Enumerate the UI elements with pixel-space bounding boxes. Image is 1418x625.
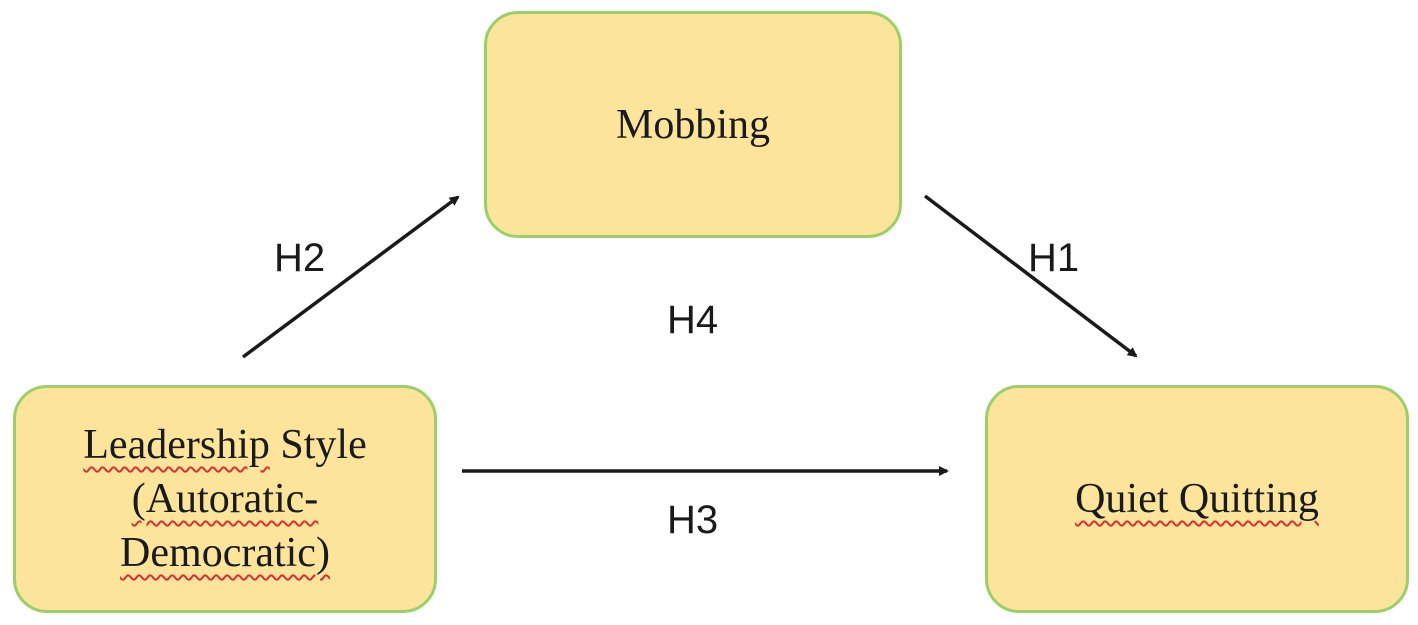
mediation-label-h4: H4 — [667, 298, 719, 342]
edge-label-h3: H3 — [667, 498, 719, 542]
node-mobbing: Mobbing — [484, 11, 902, 238]
leadership-word: Leadership — [83, 422, 270, 468]
node-quiet-quitting: Quiet Quitting — [985, 385, 1409, 613]
node-leadership-style-label: Leadership Style (Autoratic- Democratic) — [83, 418, 366, 580]
style-word: Style — [269, 422, 367, 468]
edge-label-h2: H2 — [274, 236, 326, 280]
node-mobbing-line-1: Mobbing — [615, 101, 770, 148]
node-quiet-quitting-label: Quiet Quitting — [1075, 472, 1319, 526]
node-leadership-style-line-1: Leadership Style — [83, 418, 366, 472]
democratic-word: Democratic) — [120, 530, 330, 576]
edge-label-h1: H1 — [1028, 236, 1080, 280]
autoratic-word: (Autoratic- — [131, 476, 319, 522]
node-leadership-style-line-3: Democratic) — [83, 526, 366, 580]
node-quiet-quitting-line-1: Quiet Quitting — [1075, 472, 1319, 526]
node-leadership-style: Leadership Style (Autoratic- Democratic) — [13, 385, 437, 613]
arrow-h2-leadership-to-mobbing — [241, 195, 460, 359]
node-mobbing-label: Mobbing — [616, 98, 770, 152]
arrow-h1-mobbing-to-quiet-quitting — [923, 194, 1138, 358]
node-leadership-style-line-2: (Autoratic- — [83, 472, 366, 526]
quiet-quitting-text: Quiet Quitting — [1075, 476, 1319, 522]
